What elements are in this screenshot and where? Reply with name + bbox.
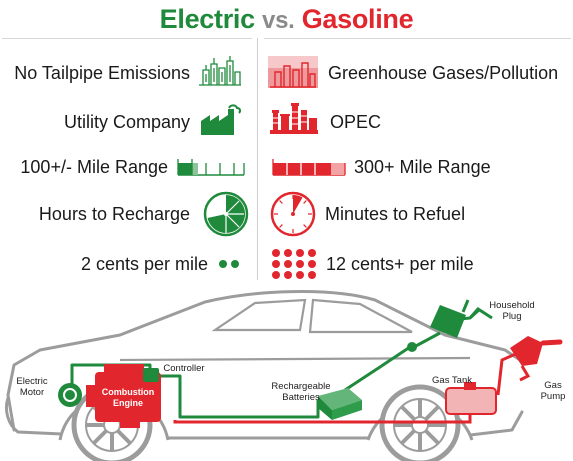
gasoline-label: 300+ Mile Range [354, 157, 491, 177]
electric-row-source: Utility Company [0, 102, 190, 142]
combustion-engine-label-2: Engine [113, 398, 143, 408]
dots-icon [218, 259, 242, 269]
smoggy-buildings-icon [268, 54, 318, 88]
gasoline-row-source: OPEC [330, 102, 530, 142]
electric-label: No Tailpipe Emissions [14, 63, 190, 83]
gasoline-label: Minutes to Refuel [325, 204, 466, 224]
electric-motor-label-2: Motor [20, 387, 44, 398]
household-plug-icon [430, 299, 493, 338]
batteries-label: Rechargeable [271, 381, 330, 392]
factory-icon [199, 103, 243, 135]
clean-buildings-icon [197, 54, 243, 86]
car-windows [119, 298, 471, 362]
electric-row-charge: Hours to Recharge [0, 194, 190, 234]
electric-motor-label: Electric [16, 376, 47, 387]
car-body-outline [4, 290, 524, 440]
gasoline-row-cost: 12 cents+ per mile [326, 244, 526, 284]
combustion-engine-label: Combustion [102, 387, 155, 397]
gas-pump-label-2: Pump [541, 391, 566, 402]
combustion-engine-icon [86, 364, 161, 428]
gas-pump-label: Gas [544, 380, 562, 391]
gasoline-label: 12 cents+ per mile [326, 254, 474, 274]
controller-icon [143, 368, 159, 382]
dots-icon [271, 248, 319, 280]
gasoline-row-emissions: Greenhouse Gases/Pollution [328, 53, 568, 93]
household-plug-label-2: Plug [502, 311, 521, 322]
gas-tank-icon [445, 382, 497, 415]
electric-row-cost: 2 cents per mile [0, 244, 208, 284]
column-divider [257, 38, 258, 280]
car-labels: Electric Motor Controller Rechargeable B… [16, 300, 565, 403]
range-bar-icon [272, 158, 346, 176]
fuel-lines [173, 350, 521, 424]
electric-label: Utility Company [63, 112, 190, 132]
household-plug-label: Household [489, 300, 534, 311]
electric-label: Hours to Recharge [38, 204, 190, 224]
charge-port-icon [407, 342, 417, 352]
title-electric: Electric [159, 4, 255, 34]
gas-pump-icon [510, 336, 563, 382]
oil-refinery-icon [270, 100, 318, 136]
gas-tank-label: Gas Tank [432, 375, 472, 386]
electric-label: 2 cents per mile [80, 254, 208, 274]
batteries-label-2: Batteries [282, 392, 320, 403]
electric-motor-icon [58, 383, 82, 407]
electric-row-range: 100+/- Mile Range [0, 147, 168, 187]
electric-label: 100+/- Mile Range [20, 157, 168, 177]
title-gasoline: Gasoline [301, 4, 414, 34]
electric-row-emissions: No Tailpipe Emissions [0, 53, 190, 93]
page-title: Electric vs. Gasoline [0, 4, 573, 35]
range-bar-icon [177, 158, 245, 176]
rear-wheel [379, 384, 461, 461]
gasoline-row-refuel: Minutes to Refuel [325, 194, 525, 234]
title-rule-right [264, 38, 571, 39]
gasoline-label: Greenhouse Gases/Pollution [328, 63, 559, 83]
clock-icon [203, 191, 249, 237]
title-rule-left [2, 38, 252, 39]
title-vs: vs. [262, 7, 295, 34]
engine-labels: Combustion Engine [102, 387, 155, 408]
clock-icon [270, 191, 316, 237]
batteries-icon [318, 388, 362, 420]
controller-label: Controller [163, 363, 204, 374]
gasoline-label: OPEC [330, 112, 382, 132]
gasoline-row-range: 300+ Mile Range [354, 147, 534, 187]
